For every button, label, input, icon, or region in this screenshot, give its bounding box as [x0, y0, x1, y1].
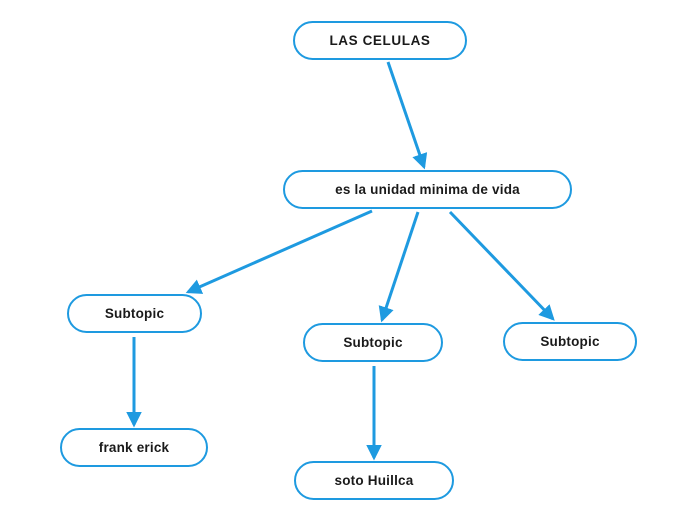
node-label: Subtopic	[540, 333, 600, 349]
node-leaf-frank-erick[interactable]: frank erick	[60, 428, 208, 467]
node-definition[interactable]: es la unidad minima de vida	[283, 170, 572, 209]
node-label: es la unidad minima de vida	[335, 181, 520, 197]
node-label: Subtopic	[343, 334, 403, 350]
node-subtopic-3[interactable]: Subtopic	[503, 322, 637, 361]
node-label: Subtopic	[104, 305, 165, 321]
connector-root-to-definition	[386, 61, 428, 170]
node-root[interactable]: LAS CELULAS	[293, 21, 467, 60]
node-subtopic-1[interactable]: Subtopic	[67, 294, 202, 333]
node-label: frank erick	[98, 439, 170, 455]
node-subtopic-2[interactable]: Subtopic	[303, 323, 443, 362]
connector-definition-to-sub2	[378, 211, 420, 323]
node-label: LAS CELULAS	[329, 32, 431, 48]
connector-definition-to-sub3	[448, 210, 555, 321]
node-label: soto Huillca	[334, 472, 414, 488]
node-leaf-soto-huillca[interactable]: soto Huillca	[294, 461, 454, 500]
connector-definition-to-sub1	[185, 209, 373, 294]
